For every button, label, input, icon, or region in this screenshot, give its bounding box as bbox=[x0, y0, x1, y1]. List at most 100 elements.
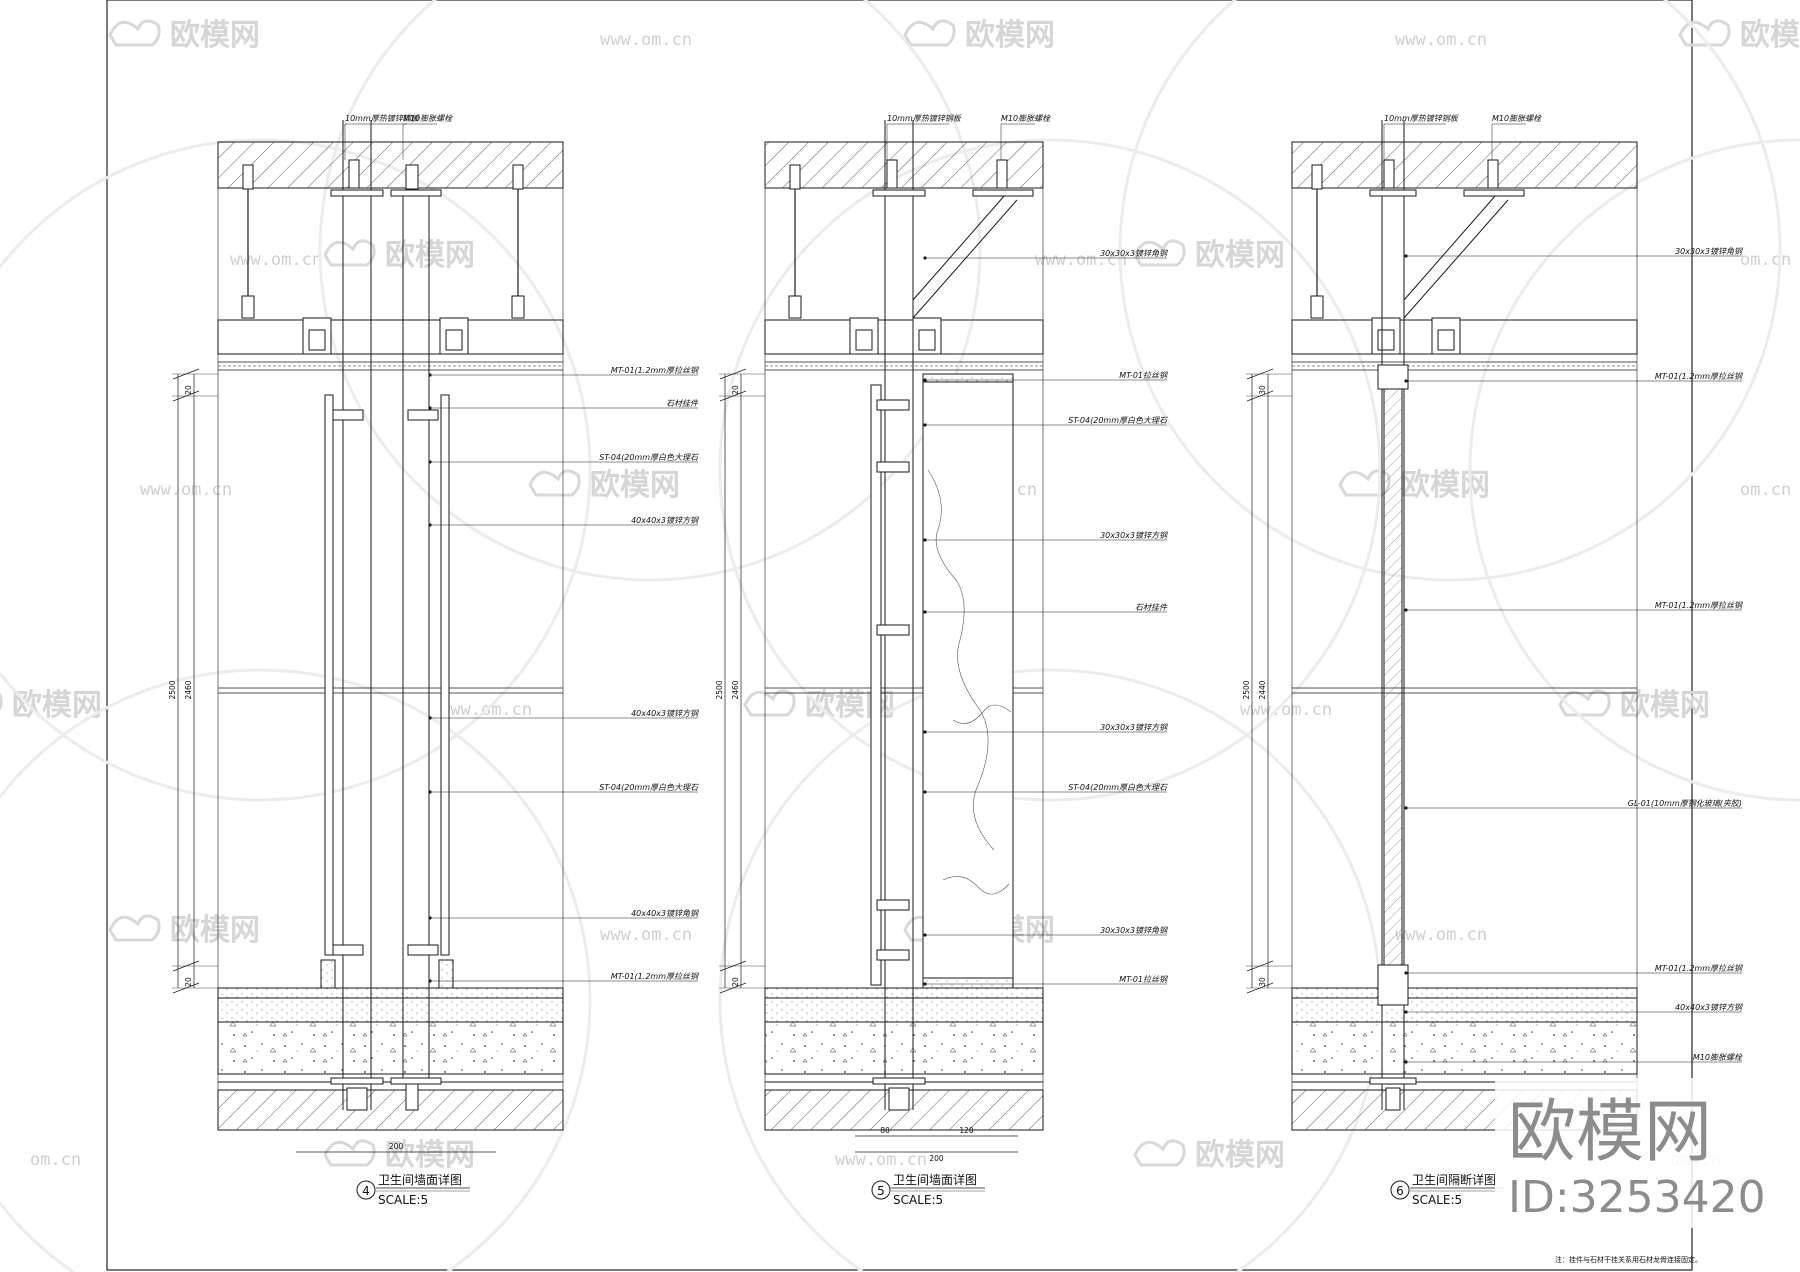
stone-panel bbox=[324, 394, 334, 956]
label-top-plate: 10mm厚热镀锌钢板 bbox=[887, 114, 962, 123]
marble-vein bbox=[942, 876, 1010, 895]
watermark-url: www.om.cn bbox=[230, 250, 322, 270]
watermark-url: www.om.cn bbox=[835, 1150, 927, 1170]
glass-panel bbox=[1383, 379, 1403, 971]
top-plate bbox=[872, 189, 926, 197]
label-material: 40x40x3镀锌角钢 bbox=[631, 909, 699, 918]
ceiling-board bbox=[217, 319, 564, 355]
watermark-text: 欧模网 bbox=[1195, 1138, 1285, 1173]
label-material: 30x30x3镀锌方钢 bbox=[1100, 723, 1168, 732]
dimension-bottom: 20 bbox=[184, 977, 193, 987]
detail-scale: SCALE:5 bbox=[378, 1193, 428, 1207]
back-panel bbox=[870, 384, 882, 986]
watermark-group: 欧模网 bbox=[108, 18, 260, 53]
watermark-url: www.om.cn bbox=[140, 480, 232, 500]
label-material: 30x30x3镀锌方钢 bbox=[1100, 531, 1168, 540]
leader-dot bbox=[923, 610, 927, 614]
marble-panel bbox=[922, 379, 1014, 981]
watermark-url: www.om.cn bbox=[1240, 700, 1332, 720]
watermark-group: 欧模网 bbox=[1558, 688, 1710, 723]
dimension-part: 80 bbox=[880, 1126, 890, 1135]
watermark-ring bbox=[0, 668, 592, 1272]
leader-dot bbox=[1404, 971, 1408, 975]
anchor-bolt bbox=[512, 164, 524, 190]
watermark-logo-icon bbox=[1133, 1139, 1186, 1167]
detail-number: 6 bbox=[1396, 1184, 1404, 1198]
dimension-total: 2500 bbox=[715, 680, 724, 699]
label-material: MT-01拉丝钢 bbox=[1119, 371, 1168, 380]
dimension-bottom-width: 200 bbox=[389, 1142, 404, 1151]
stone-hanger bbox=[407, 409, 439, 421]
watermark-text: 欧模网 bbox=[385, 238, 475, 273]
metal-trim bbox=[922, 373, 1014, 383]
detail-number-circle bbox=[356, 1180, 376, 1200]
leader-dot bbox=[923, 256, 927, 260]
label-material: 40x40x3镀锌方钢 bbox=[631, 516, 699, 525]
leader-dot bbox=[428, 916, 432, 920]
label-material: ST-04(20mm厚白色大理石 bbox=[599, 783, 700, 792]
watermark-group: 欧模网 bbox=[1133, 1138, 1285, 1173]
watermark-ring bbox=[318, 0, 982, 582]
watermark-logo-icon bbox=[0, 693, 3, 711]
brace-plate bbox=[972, 189, 1034, 197]
detail-number-circle bbox=[1390, 1180, 1410, 1200]
watermark-group: 欧模网 bbox=[108, 913, 260, 948]
hanger-clip bbox=[241, 295, 255, 319]
detail-title: 卫生间墙面详图 bbox=[378, 1172, 462, 1187]
watermark-logo-icon bbox=[1133, 239, 1186, 267]
label-material: 30x30x3镀锌角钢 bbox=[1100, 926, 1168, 935]
leader-dot bbox=[923, 982, 927, 986]
bottom-plate bbox=[330, 1077, 384, 1085]
watermark-ring bbox=[718, 138, 1382, 802]
watermark-logo-icon bbox=[743, 689, 796, 717]
metal-channel-top bbox=[1377, 364, 1409, 390]
label-top-bolt: M10膨胀螺栓 bbox=[1492, 114, 1542, 123]
watermark-url: om.cn bbox=[1740, 250, 1791, 270]
detail-scale: SCALE:5 bbox=[1412, 1193, 1462, 1207]
watermark-group: 欧模网 bbox=[323, 1138, 475, 1173]
ceiling-clip bbox=[849, 317, 879, 355]
watermark-url: om.cn bbox=[30, 1150, 81, 1170]
watermark-url: om.cn bbox=[1740, 480, 1791, 500]
watermark-text: 欧模网 bbox=[1400, 468, 1490, 503]
leader-dot bbox=[1404, 254, 1408, 258]
watermark-logo-icon bbox=[1558, 689, 1611, 717]
dimension-total: 2500 bbox=[168, 680, 177, 699]
brand-name: 欧模网 bbox=[1508, 1093, 1712, 1172]
ceiling-clip bbox=[1371, 317, 1401, 355]
watermark-ring bbox=[718, 668, 1382, 1272]
bottom-anchor-bolt bbox=[346, 1087, 368, 1111]
floor-screed bbox=[217, 997, 564, 1023]
label-material: 40x40x3镀锌方钢 bbox=[631, 709, 699, 718]
stone-hanger bbox=[876, 899, 910, 911]
brand-badge: 欧模网 ID:3253420 bbox=[1495, 1078, 1766, 1228]
top-plate bbox=[330, 189, 384, 197]
floor-finish bbox=[764, 987, 1044, 999]
watermark-group: 欧模网 bbox=[1338, 468, 1490, 503]
label-material: MT-01(1.2mm厚拉丝钢 bbox=[611, 366, 699, 375]
leader-dot bbox=[428, 790, 432, 794]
leader-dot bbox=[923, 423, 927, 427]
brand-id: ID:3253420 bbox=[1508, 1172, 1766, 1223]
watermark-group: 欧模网 bbox=[903, 18, 1055, 53]
metal-channel-bottom bbox=[1377, 964, 1409, 1006]
stone-hanger bbox=[332, 409, 364, 421]
watermark-text: 欧模网 bbox=[1740, 18, 1800, 53]
watermark-logo-icon bbox=[323, 1139, 376, 1167]
anchor-bolt bbox=[789, 164, 801, 190]
brace-plate bbox=[1463, 189, 1525, 197]
anchor-bolt bbox=[996, 159, 1008, 189]
bottom-anchor-bolt bbox=[405, 1083, 419, 1111]
anchor-bolt bbox=[405, 164, 419, 190]
leader-dot bbox=[923, 730, 927, 734]
diagonal-brace bbox=[912, 194, 1006, 301]
watermark-text: 欧模网 bbox=[965, 18, 1055, 53]
bottom-plate bbox=[872, 1077, 926, 1085]
watermark-logo-icon bbox=[108, 914, 161, 942]
watermark-logo-icon bbox=[903, 19, 956, 47]
anchor-bolt bbox=[1311, 164, 1323, 190]
label-top-bolt: M10膨胀螺栓 bbox=[1001, 114, 1051, 123]
